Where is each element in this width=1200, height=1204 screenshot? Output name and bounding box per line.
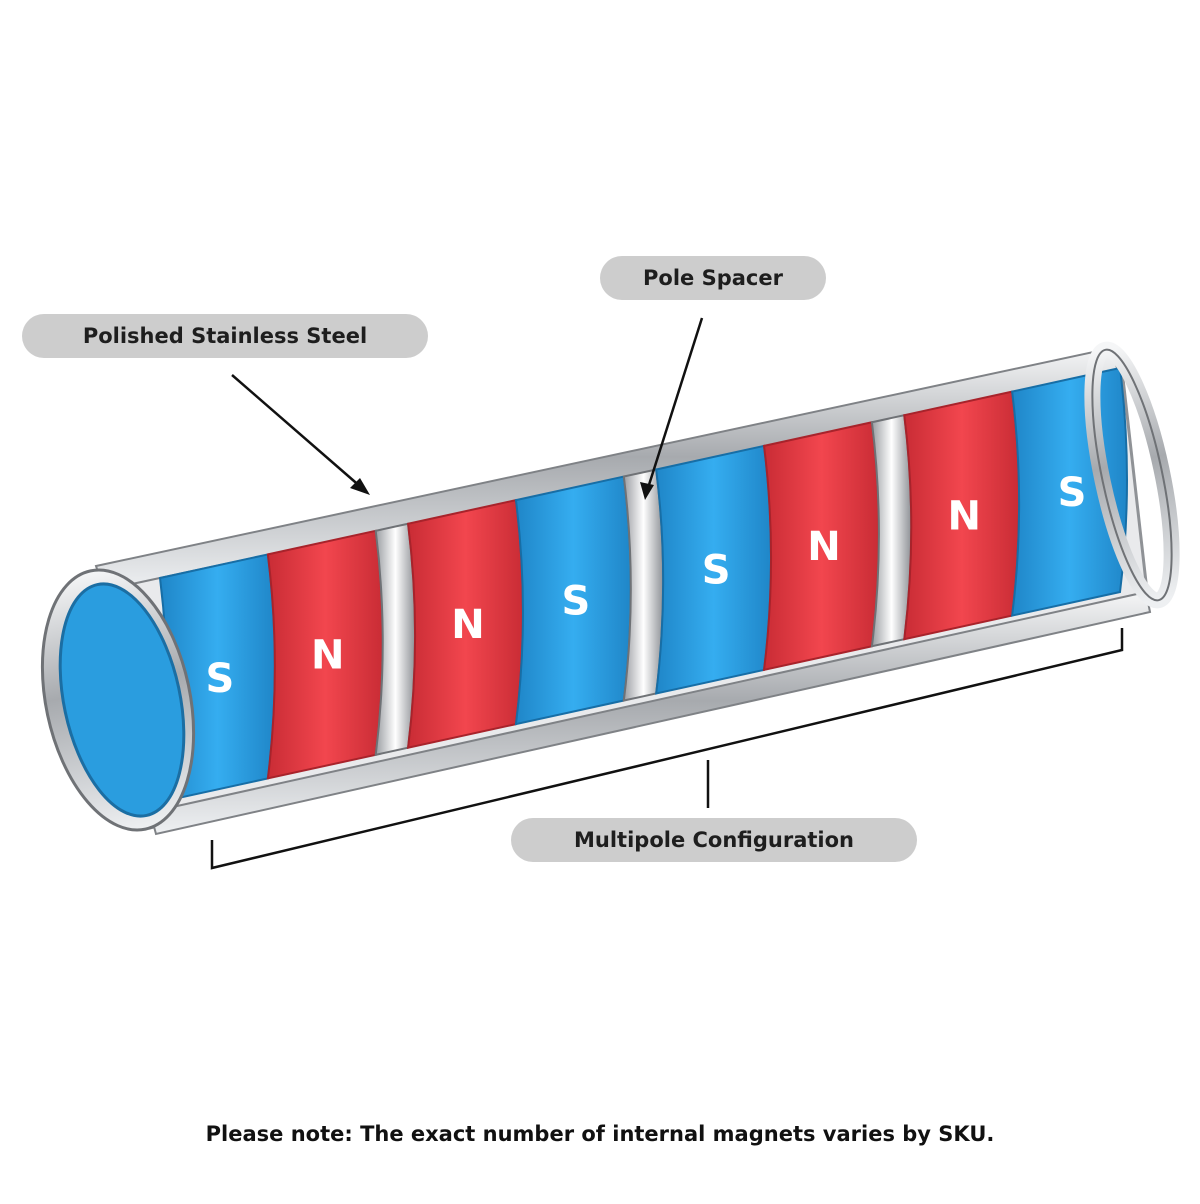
magnet-stack: S N N S S N N S <box>158 366 1128 804</box>
sku-note: Please note: The exact number of interna… <box>205 1122 995 1146</box>
pole-spacer-label: Pole Spacer <box>600 256 826 300</box>
steel-leader-arrow <box>231 374 370 495</box>
pole-letter: N <box>311 633 344 679</box>
stainless-steel-label: Polished Stainless Steel <box>22 314 428 358</box>
pole-letter: N <box>451 602 484 648</box>
spacer-leader-arrow <box>640 317 704 500</box>
tube-far-end <box>1084 341 1180 609</box>
pole-letter: S <box>561 578 590 624</box>
pole-letter: S <box>702 548 731 594</box>
pole-letter: S <box>1058 470 1087 516</box>
multipole-bracket <box>210 628 1124 870</box>
pole-letter: S <box>206 656 235 702</box>
tube-near-end <box>40 568 196 832</box>
multipole-configuration-label: Multipole Configuration <box>511 818 917 862</box>
pole-letter: N <box>947 493 980 539</box>
pole-letter: N <box>807 524 840 570</box>
